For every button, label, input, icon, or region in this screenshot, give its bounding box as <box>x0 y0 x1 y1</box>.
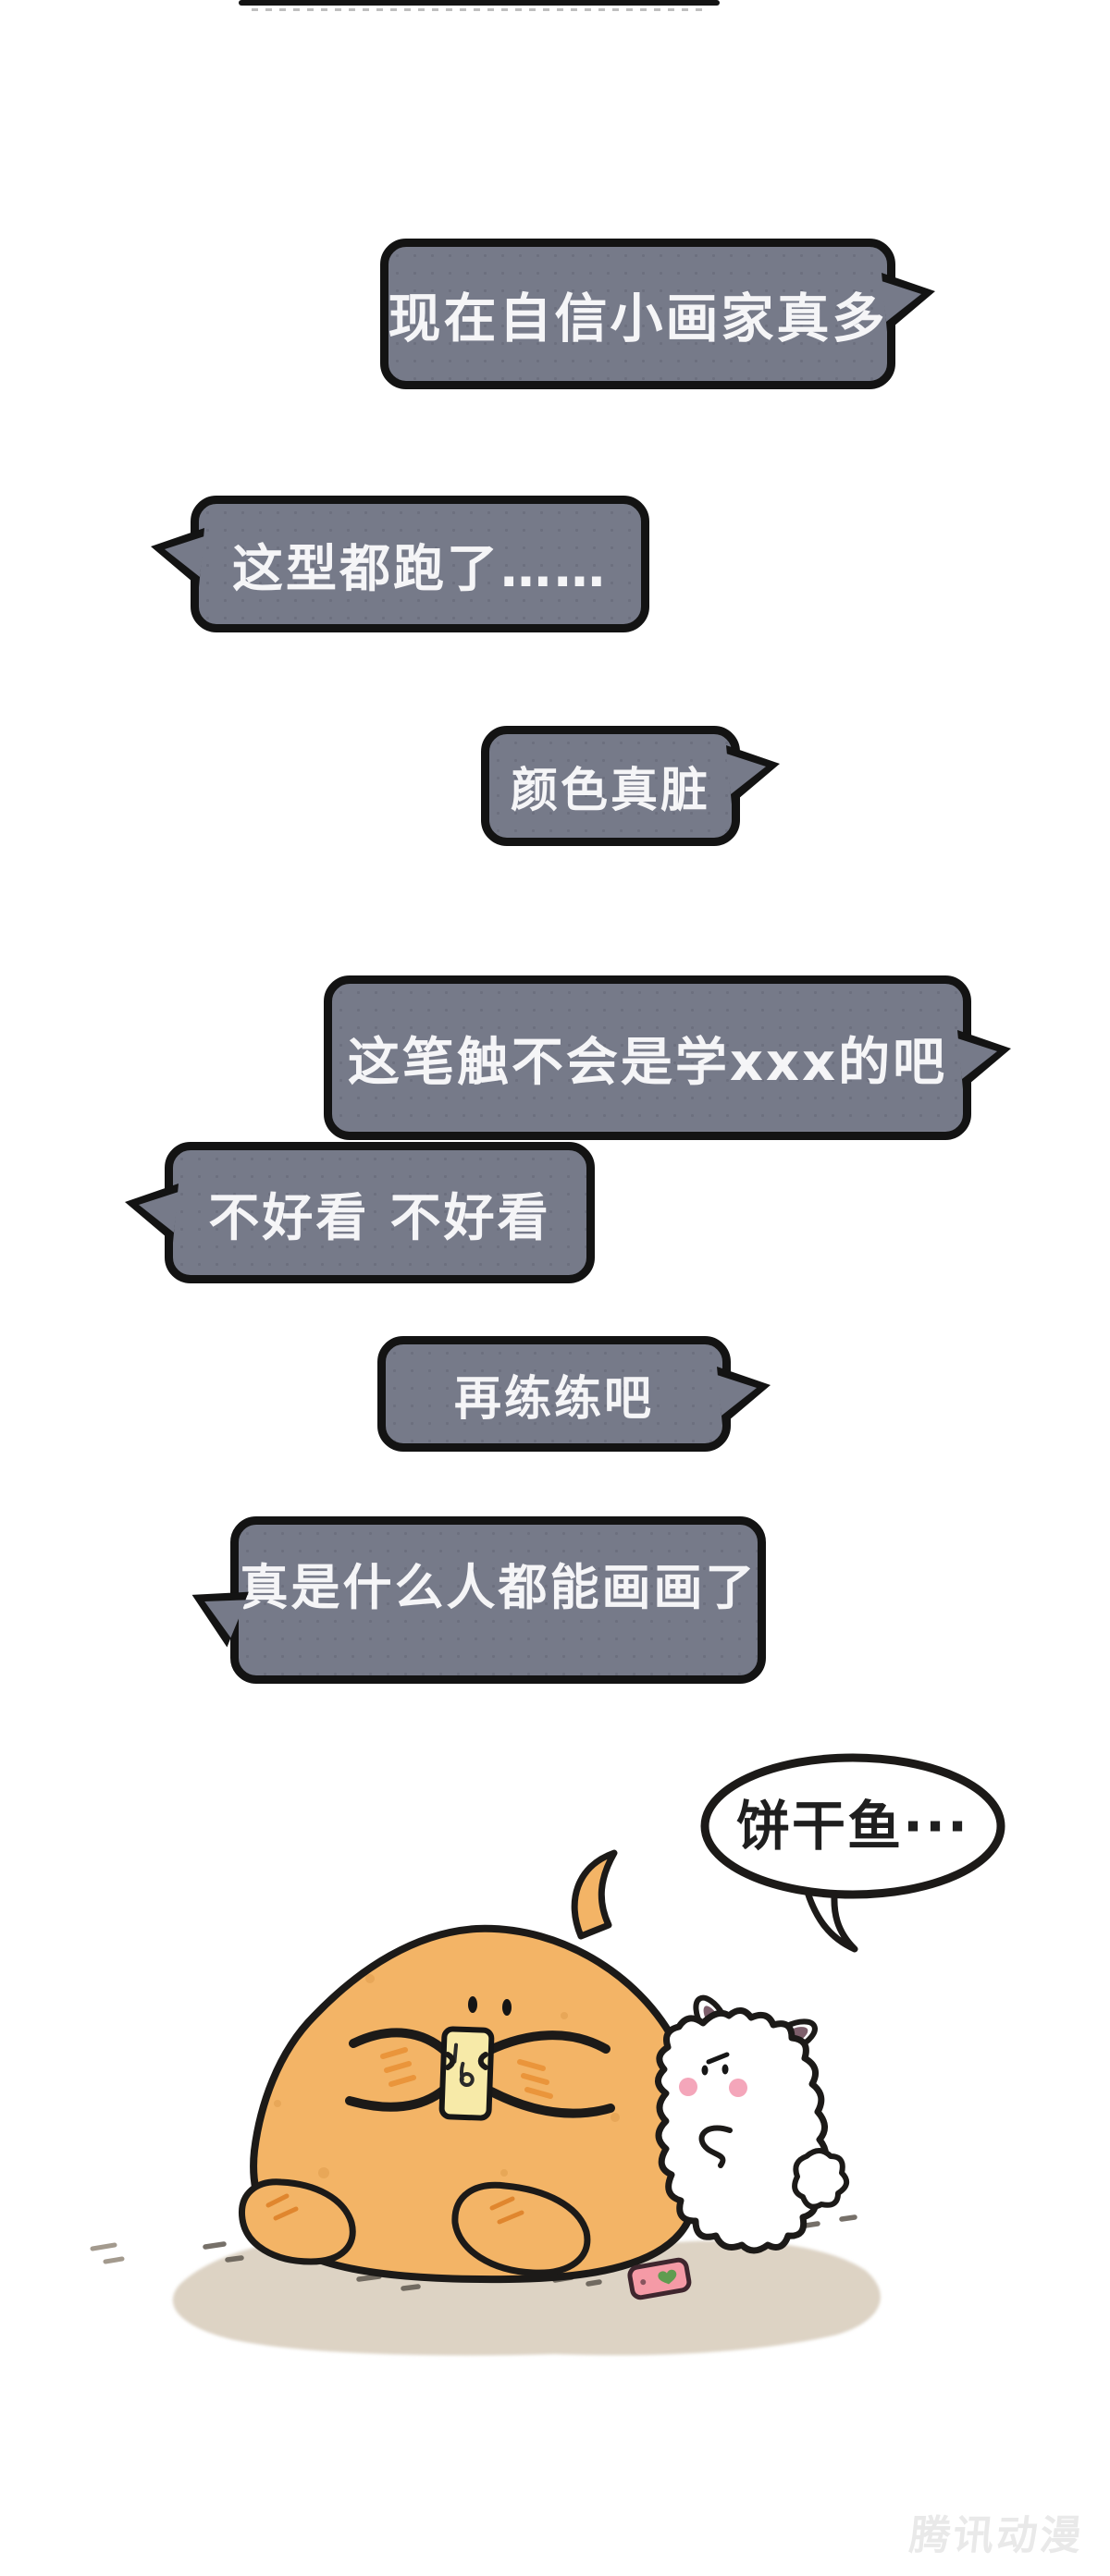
rabbit-blush <box>679 2078 747 2097</box>
bubble-text: 这笔触不会是学xxx的吧 <box>347 1032 948 1093</box>
bubble-tail-right-icon <box>726 745 780 804</box>
bubble-text: 不好看 不好看 <box>208 1187 551 1247</box>
rabbit-body <box>655 2007 829 2254</box>
bubble-text: 颜色真脏 <box>510 764 710 818</box>
rabbit-tail-puff <box>792 2148 850 2210</box>
cheek-blush <box>380 2047 553 2099</box>
phone-heart-icon <box>658 2269 677 2285</box>
arms <box>345 2028 615 2118</box>
right-foot <box>451 2181 591 2276</box>
left-foot <box>239 2178 356 2265</box>
held-phone <box>438 2026 495 2121</box>
illustration: 饼干鱼··· <box>90 1753 1005 2356</box>
phone-on-ground <box>627 2257 692 2300</box>
finger-grips <box>445 2052 488 2070</box>
speech-bubble-4: 这笔触不会是学xxx的吧 <box>324 975 1011 1140</box>
speech-bubble-2: 这型都跑了…… <box>151 496 649 632</box>
body-speckles <box>274 1974 620 2247</box>
bubble-tail-left-icon <box>125 1184 179 1243</box>
bubble-tail-left-icon <box>191 1591 249 1648</box>
speech-bubble-7: 真是什么人都能画画了 <box>191 1516 766 1684</box>
bubble-tail-right-icon <box>957 1030 1011 1089</box>
rabbit-eyes <box>701 2064 729 2076</box>
bubble-tail-right-icon <box>717 1367 771 1426</box>
rabbit-character <box>655 1994 850 2254</box>
pencil-marks <box>90 2242 125 2264</box>
bubble-tail-right-icon <box>882 273 935 332</box>
rabbit-paw-squiggle <box>698 2125 733 2168</box>
panel-divider-bar <box>239 0 720 6</box>
bubble-text: 现在自信小画家真多 <box>388 288 888 350</box>
panel-divider-sketch-line <box>252 8 707 11</box>
rabbit-brow <box>706 2052 730 2065</box>
watermark: 腾讯动漫 <box>906 2512 1087 2559</box>
speech-bubble-3: 颜色真脏 <box>481 726 780 846</box>
speech-bubble-5: 不好看 不好看 <box>125 1142 595 1283</box>
rabbit-speech-bubble: 饼干鱼··· <box>700 1753 1005 1953</box>
bubble-text: 真是什么人都能画画了 <box>239 1560 758 1616</box>
toe-marks <box>265 2193 524 2225</box>
speech-bubble-6: 再练练吧 <box>377 1336 771 1452</box>
eyes <box>468 1996 512 2016</box>
bubble-tail-left-icon <box>151 528 204 587</box>
orange-character <box>239 1849 706 2284</box>
rabbit-bubble-text: 饼干鱼··· <box>736 1795 969 1858</box>
ahoge <box>571 1849 618 1940</box>
bubble-text: 这型都跑了…… <box>231 539 608 598</box>
speech-bubble-1: 现在自信小画家真多 <box>380 239 935 389</box>
bubble-text: 再练练吧 <box>453 1371 654 1427</box>
